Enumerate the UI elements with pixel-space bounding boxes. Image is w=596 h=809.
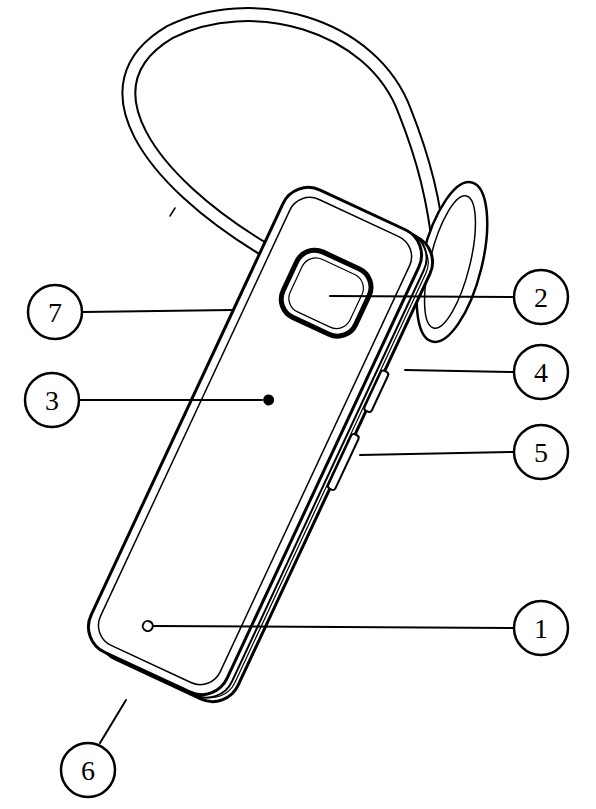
callout-circle [25,373,79,427]
callout-circles [25,270,568,797]
hook-tick [170,208,175,216]
callout-number: 6 [81,757,95,785]
callout-circle [514,270,568,324]
callout-circle [28,285,82,339]
headset-front-panel [79,178,430,704]
callout-number: 3 [45,387,59,415]
callout-number: 7 [48,299,62,327]
callout-circle [514,601,568,655]
callout-number: 5 [534,439,548,467]
callout-number: 4 [534,359,548,387]
callout-circle [514,345,568,399]
leader-line [80,399,262,401]
indicator-dot [261,393,276,408]
callout-circle [514,425,568,479]
leader-line [360,452,513,455]
callout-circle [61,743,115,797]
leader-line [330,296,513,297]
callout-number: 1 [534,615,548,643]
microphone-hole [141,619,154,632]
leader-line [154,626,513,628]
callout-number: 2 [534,284,548,312]
leader-line [405,370,513,372]
leader-lines [80,296,513,743]
leader-line [83,310,232,312]
leader-line [100,700,126,743]
multifunction-button [275,244,378,343]
